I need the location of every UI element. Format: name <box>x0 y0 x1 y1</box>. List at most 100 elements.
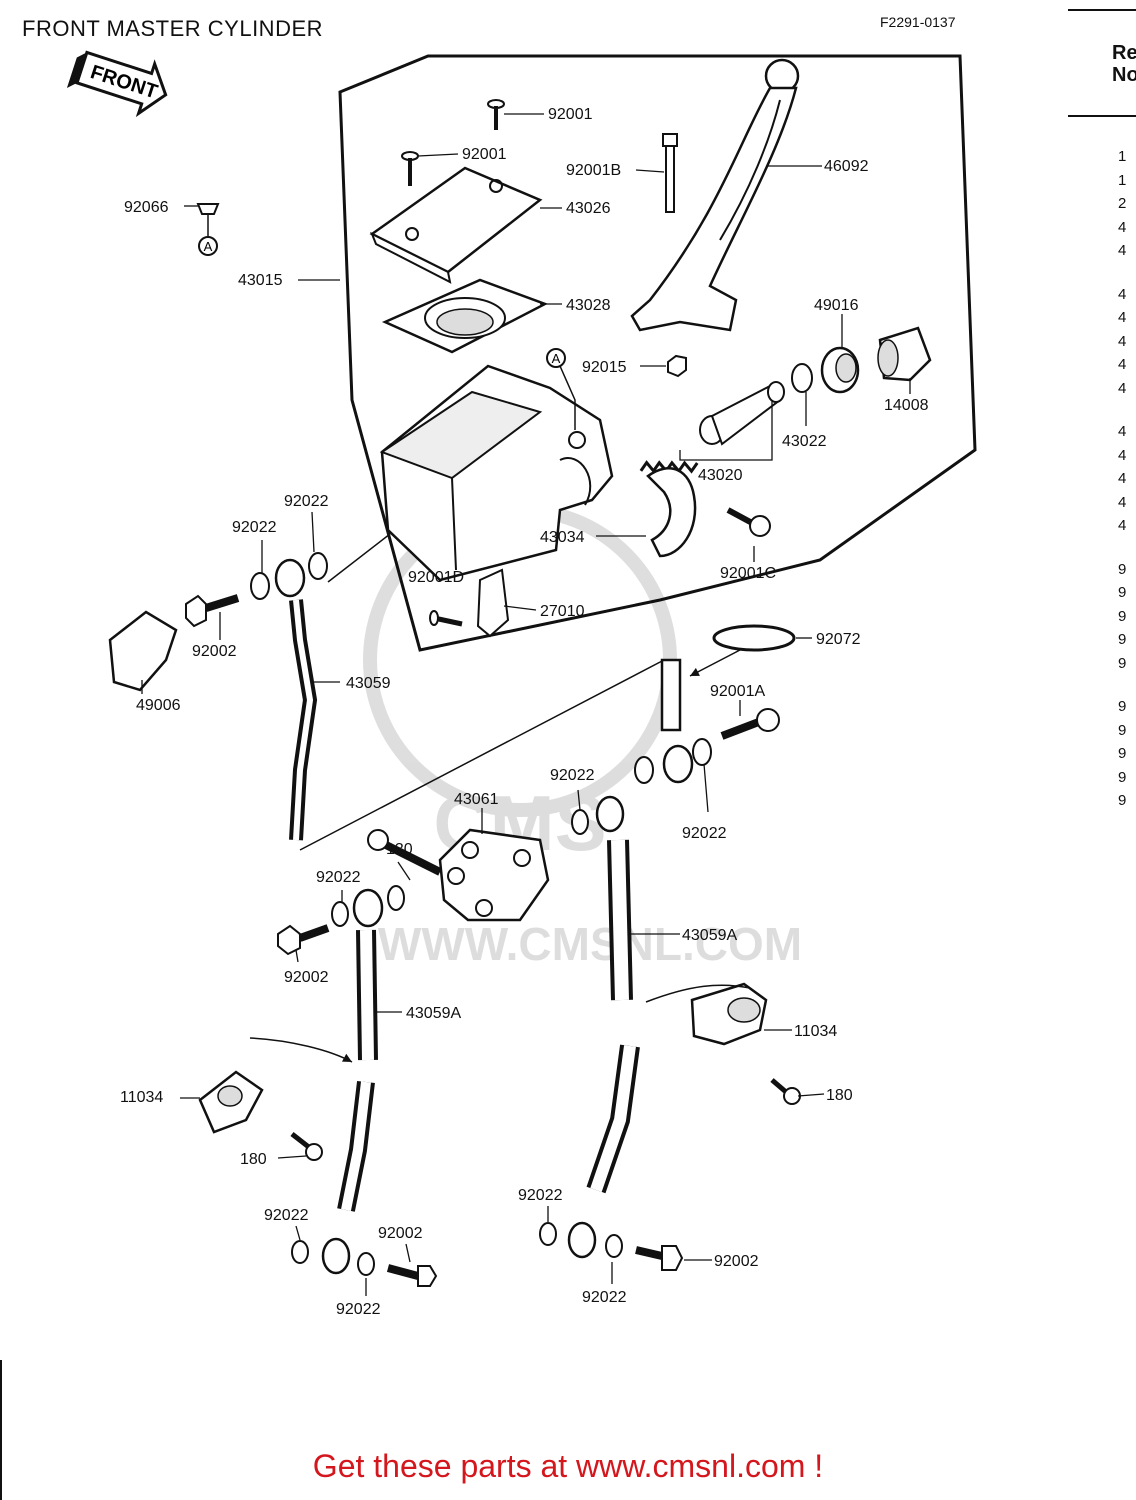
bracket-27010 <box>476 568 510 638</box>
label-92001D: 92001D <box>408 569 464 586</box>
boot-14008 <box>877 326 932 382</box>
label-180-left: 180 <box>240 1151 267 1168</box>
marker-a-left: A <box>198 236 218 256</box>
ref-stub: 4 <box>1118 356 1127 373</box>
upper-banjo <box>250 552 328 600</box>
label-92001-top: 92001 <box>548 106 593 123</box>
hose-fitting-right <box>660 658 682 732</box>
cap-49006 <box>108 610 178 692</box>
screw-92001D <box>429 610 463 627</box>
label-43015: 43015 <box>238 272 283 289</box>
bolt-92002-mid <box>277 924 330 956</box>
bolt-92002-bottom-right <box>635 1245 684 1271</box>
label-92022-h: 92022 <box>518 1187 563 1204</box>
ref-stub: 4 <box>1118 242 1127 259</box>
label-43059A-right: 43059A <box>682 927 737 944</box>
label-49016: 49016 <box>814 297 859 314</box>
footer-link[interactable]: Get these parts at www.cmsnl.com ! <box>312 1448 824 1484</box>
label-130: 130 <box>386 841 413 858</box>
ref-stub: 4 <box>1118 493 1127 511</box>
label-92002-upper: 92002 <box>192 643 237 660</box>
ref-stub: 9 <box>1118 654 1127 672</box>
label-92022-g: 92022 <box>336 1301 381 1318</box>
assembly-outline <box>338 54 977 652</box>
label-92001B: 92001B <box>566 162 621 179</box>
ref-stub: 9 <box>1118 560 1127 578</box>
label-92002-bottom-left: 92002 <box>378 1225 423 1242</box>
ref-stub: 1 <box>1118 148 1127 165</box>
label-43020: 43020 <box>698 467 743 484</box>
ref-stub: 1 <box>1118 171 1127 189</box>
ref-stub: 9 <box>1118 607 1127 625</box>
label-92001A: 92001A <box>710 683 765 700</box>
front-arrow: FRONT <box>66 50 168 118</box>
ref-stub: 4 <box>1118 379 1127 397</box>
ref-stub: 4 <box>1118 309 1127 326</box>
ref-stub: 4 <box>1118 423 1127 440</box>
ref-stub: 2 <box>1118 195 1127 212</box>
bolt-92002-upper <box>185 594 240 628</box>
label-92001C: 92001C <box>720 565 776 582</box>
nut-92015 <box>667 354 687 378</box>
ref-stub: 9 <box>1118 721 1127 739</box>
ref-stub: 4 <box>1118 470 1127 487</box>
label-92022-a: 92022 <box>284 493 329 510</box>
three-way-joint <box>438 828 550 922</box>
master-cylinder-body <box>379 364 614 582</box>
boot-49016 <box>820 346 860 394</box>
label-43059: 43059 <box>346 675 391 692</box>
bolt-92002-bottom-left <box>386 1264 438 1287</box>
label-43028: 43028 <box>566 297 611 314</box>
reservoir-cap <box>369 166 543 284</box>
svg-text:A: A <box>204 239 213 254</box>
diaphragm <box>381 278 549 354</box>
ref-stub: 4 <box>1118 446 1127 464</box>
label-92022-b: 92022 <box>232 519 277 536</box>
label-92002-mid: 92002 <box>284 969 329 986</box>
label-11034-left: 11034 <box>120 1089 163 1106</box>
label-43026: 43026 <box>566 200 611 217</box>
piston-assembly <box>639 381 785 474</box>
bolt-130 <box>367 829 442 876</box>
label-14008: 14008 <box>884 397 929 414</box>
dust-cap-92066 <box>196 203 220 215</box>
ref-stub: 9 <box>1118 745 1127 762</box>
label-43022: 43022 <box>782 433 827 450</box>
bolt-92001C <box>726 507 771 537</box>
bleed-valve-left <box>198 1070 264 1134</box>
svg-text:WWW.CMSNL.COM: WWW.CMSNL.COM <box>378 918 802 970</box>
clamp-43034 <box>646 467 697 558</box>
screw-180-left <box>290 1132 323 1161</box>
washer-43022 <box>791 363 813 393</box>
label-43061: 43061 <box>454 791 499 808</box>
ref-stub: 4 <box>1118 285 1127 303</box>
ref-stub: 4 <box>1118 218 1127 236</box>
ref-stub: 9 <box>1118 792 1127 809</box>
bolt-92001A <box>720 708 780 740</box>
screw-92001-left <box>401 151 419 186</box>
leader-lines <box>141 113 911 1296</box>
label-43059A-left: 43059A <box>406 1005 461 1022</box>
label-92001-left: 92001 <box>462 146 507 163</box>
label-43034: 43034 <box>540 529 585 546</box>
ref-stub: 9 <box>1118 584 1127 601</box>
label-92022-d: 92022 <box>682 825 727 842</box>
label-180-right: 180 <box>826 1087 853 1104</box>
bleed-valve-right <box>690 982 768 1046</box>
label-92066: 92066 <box>124 199 169 216</box>
ref-stub: 4 <box>1118 517 1127 534</box>
label-92015: 92015 <box>582 359 627 376</box>
label-27010: 27010 <box>540 603 585 620</box>
marker-a-right: A <box>546 348 566 368</box>
part-labels: 92001 92001 92001B 46092 92066 43026 430… <box>120 106 929 1318</box>
diagram-code: F2291-0137 <box>880 14 956 30</box>
label-92022-i: 92022 <box>582 1289 627 1306</box>
ref-stub: 9 <box>1118 631 1127 648</box>
label-92022-c: 92022 <box>550 767 595 784</box>
ref-header: Re No <box>1112 42 1136 86</box>
diagram-title: FRONT MASTER CYLINDER <box>22 16 324 41</box>
screw-92001-top <box>487 99 505 130</box>
label-49006: 49006 <box>136 697 181 714</box>
